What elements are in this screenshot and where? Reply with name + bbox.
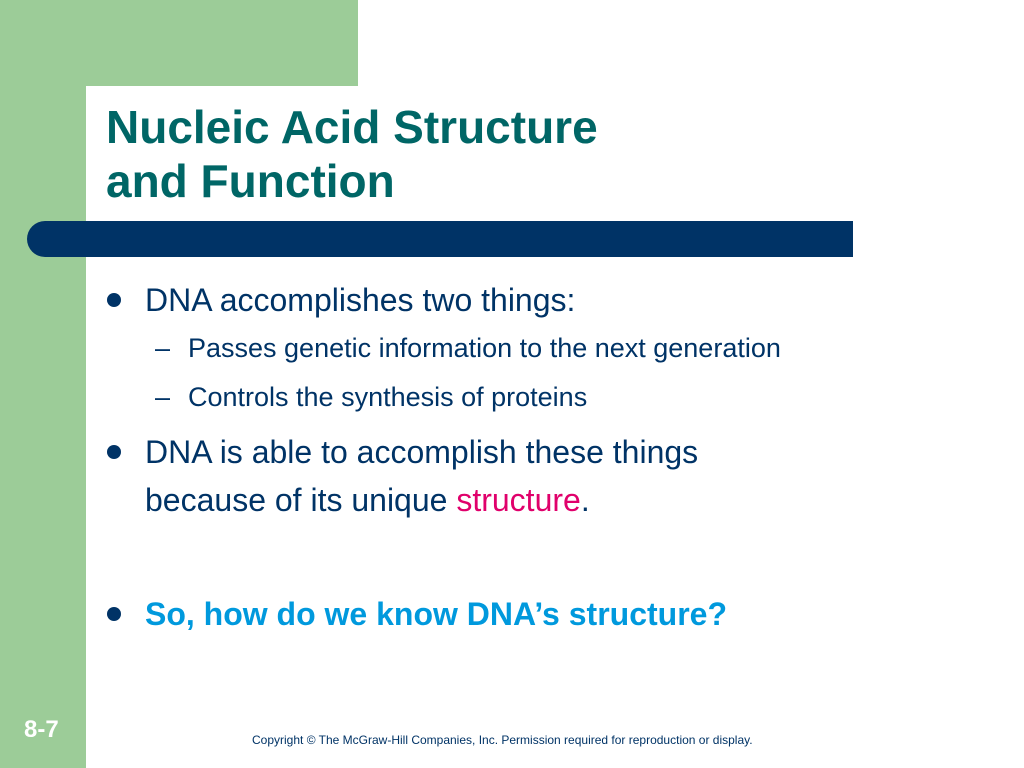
bullet-text-line-2: because of its unique structure.: [145, 478, 590, 522]
bullet-dot-icon: [107, 293, 121, 307]
bullet-dot-icon: [107, 607, 121, 621]
bullet-text-prefix: because of its unique: [145, 482, 457, 518]
top-green-block: [86, 0, 358, 86]
bullet-text-suffix: .: [580, 482, 590, 518]
question-text: So, how do we know DNA’s structure?: [145, 596, 727, 632]
content-panel: [86, 86, 1024, 768]
subpoint-text: Passes genetic information to the next g…: [188, 333, 781, 363]
slide-number: 8-7: [24, 716, 59, 743]
slide-title: Nucleic Acid Structure and Function: [106, 100, 598, 208]
dash-icon: –: [155, 382, 171, 412]
bullet-text-line-1: DNA is able to accomplish these things: [145, 434, 699, 470]
title-line-1: Nucleic Acid Structure: [106, 101, 598, 153]
title-line-2: and Function: [106, 155, 395, 207]
left-green-bar: [0, 0, 86, 768]
dash-icon: –: [155, 333, 171, 363]
highlighted-word: structure: [456, 482, 581, 518]
bullet-dot-icon: [107, 445, 121, 459]
subpoint-text: Controls the synthesis of proteins: [188, 382, 588, 412]
title-divider-bar: [27, 221, 853, 257]
bullet-text: DNA accomplishes two things:: [145, 282, 576, 318]
copyright-notice: Copyright © The McGraw-Hill Companies, I…: [252, 733, 753, 747]
